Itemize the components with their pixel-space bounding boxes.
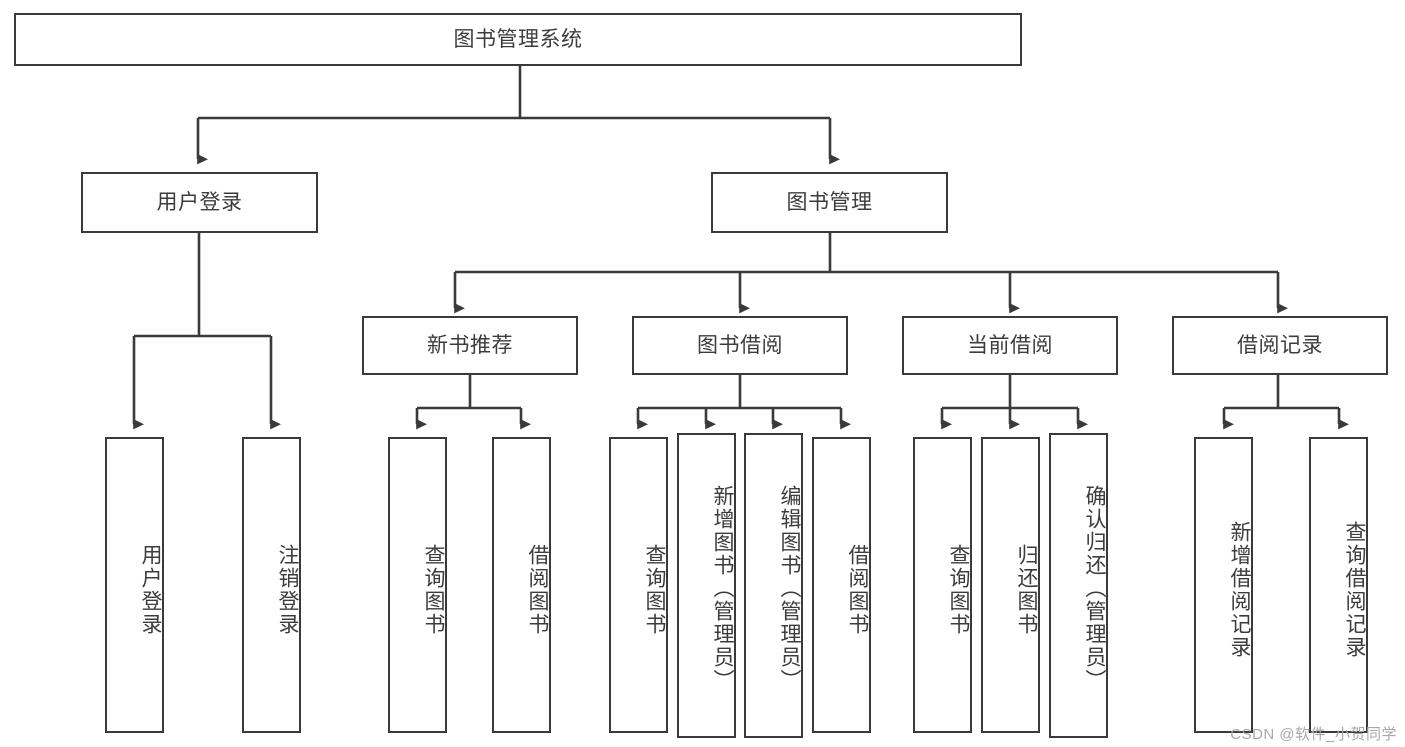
node-label: 用户登录 [139,544,162,636]
leaf-current-borrow-confirm-return-admin[interactable]: 确认归还（管理员） [1049,433,1108,738]
leaf-new-book-query-book[interactable]: 查询图书 [388,437,447,733]
node-book-management[interactable]: 图书管理 [711,172,948,233]
node-label: 编辑图书（管理员） [778,485,801,692]
node-label: 确认归还（管理员） [1083,485,1106,692]
node-new-book-recommend[interactable]: 新书推荐 [362,316,578,375]
leaf-current-borrow-query-book[interactable]: 查询图书 [913,437,972,733]
node-label: 用户登录 [156,190,243,214]
node-label: 查询图书 [947,544,970,636]
node-label: 新增图书（管理员） [711,485,734,692]
node-root-book-management-system[interactable]: 图书管理系统 [14,13,1022,66]
leaf-borrow-record-query-record[interactable]: 查询借阅记录 [1309,437,1368,733]
node-label: 新书推荐 [427,333,513,357]
node-label: 查询图书 [422,544,445,636]
node-user-login[interactable]: 用户登录 [81,172,318,233]
node-current-borrow[interactable]: 当前借阅 [902,316,1118,375]
leaf-user-login-logout[interactable]: 注销登录 [242,437,301,733]
node-label: 查询借阅记录 [1343,521,1366,659]
node-label: 借阅图书 [526,544,549,636]
node-label: 注销登录 [276,544,299,636]
node-label: 新增借阅记录 [1228,521,1251,659]
node-book-borrow[interactable]: 图书借阅 [632,316,848,375]
watermark-text: CSDN @软件_小贺同学 [1230,726,1397,743]
node-label: 图书借阅 [697,333,783,357]
node-label: 查询图书 [643,544,666,636]
leaf-borrow-record-add-record[interactable]: 新增借阅记录 [1194,437,1253,733]
leaf-new-book-borrow-book[interactable]: 借阅图书 [492,437,551,733]
node-label: 当前借阅 [967,333,1053,357]
node-label: 归还图书 [1015,544,1038,636]
node-label: 图书管理 [786,190,873,214]
leaf-book-borrow-add-book-admin[interactable]: 新增图书（管理员） [677,433,736,738]
node-borrow-record[interactable]: 借阅记录 [1172,316,1388,375]
leaf-user-login-login[interactable]: 用户登录 [105,437,164,733]
node-label: 借阅图书 [846,544,869,636]
node-label: 图书管理系统 [453,27,583,51]
leaf-current-borrow-return-book[interactable]: 归还图书 [981,437,1040,733]
node-label: 借阅记录 [1237,333,1323,357]
leaf-book-borrow-query-book[interactable]: 查询图书 [609,437,668,733]
leaf-book-borrow-edit-book-admin[interactable]: 编辑图书（管理员） [744,433,803,738]
leaf-book-borrow-borrow-book[interactable]: 借阅图书 [812,437,871,733]
